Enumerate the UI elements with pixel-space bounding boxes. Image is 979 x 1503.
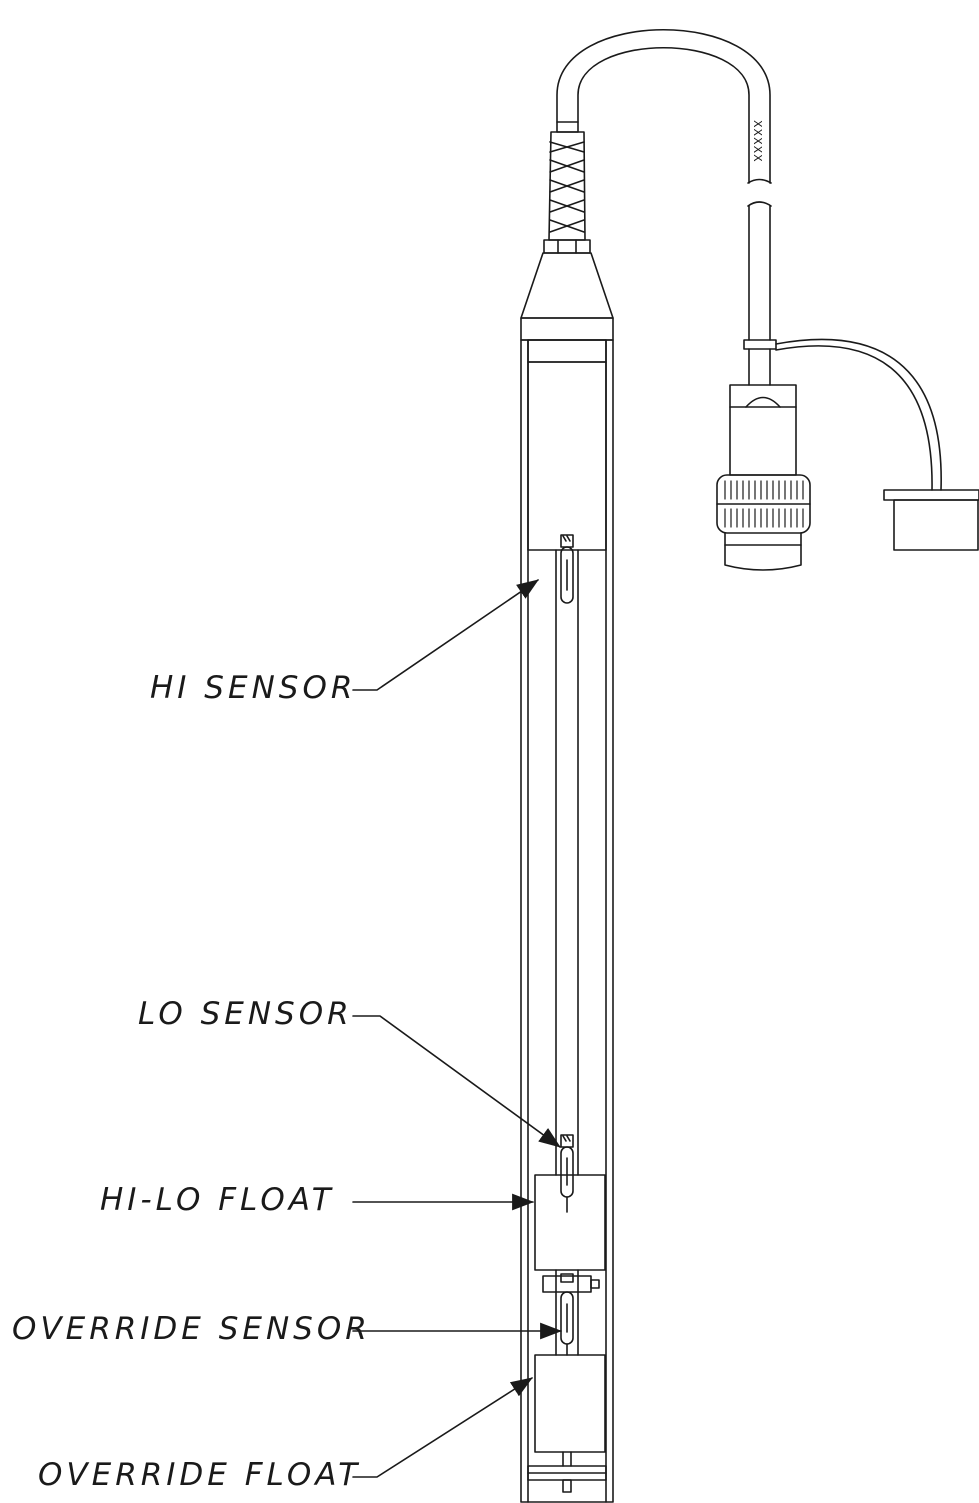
- label-lo-sensor: LO SENSOR: [138, 996, 353, 1032]
- probe-head: [521, 253, 613, 340]
- signal-cable: XXXXX: [557, 30, 771, 340]
- override-float: [535, 1355, 605, 1466]
- override-sensor-switch: [561, 1292, 573, 1355]
- hi-lo-float: [535, 1175, 605, 1270]
- connector-grip-ridges: [725, 481, 803, 527]
- leader-hi-sensor: [353, 580, 539, 690]
- hi-sensor-switch: [561, 535, 573, 603]
- bottom-stop: [528, 1466, 606, 1492]
- label-hi-lo-float: HI-LO FLOAT: [100, 1182, 335, 1218]
- cable-connector: [717, 340, 941, 570]
- cable-marking: XXXXX: [751, 120, 764, 163]
- label-hi-sensor: HI SENSOR: [150, 670, 357, 706]
- label-override-sensor: OVERRIDE SENSOR: [12, 1311, 371, 1347]
- strain-relief: [544, 122, 590, 253]
- sensor-tube: [556, 550, 578, 1175]
- lo-sensor-switch: [561, 1135, 573, 1197]
- connector-cap: [884, 490, 979, 550]
- electronics-block: [528, 340, 606, 550]
- leader-override-float: [353, 1378, 533, 1477]
- leader-lo-sensor: [353, 1016, 561, 1147]
- label-override-float: OVERRIDE FLOAT: [38, 1457, 362, 1493]
